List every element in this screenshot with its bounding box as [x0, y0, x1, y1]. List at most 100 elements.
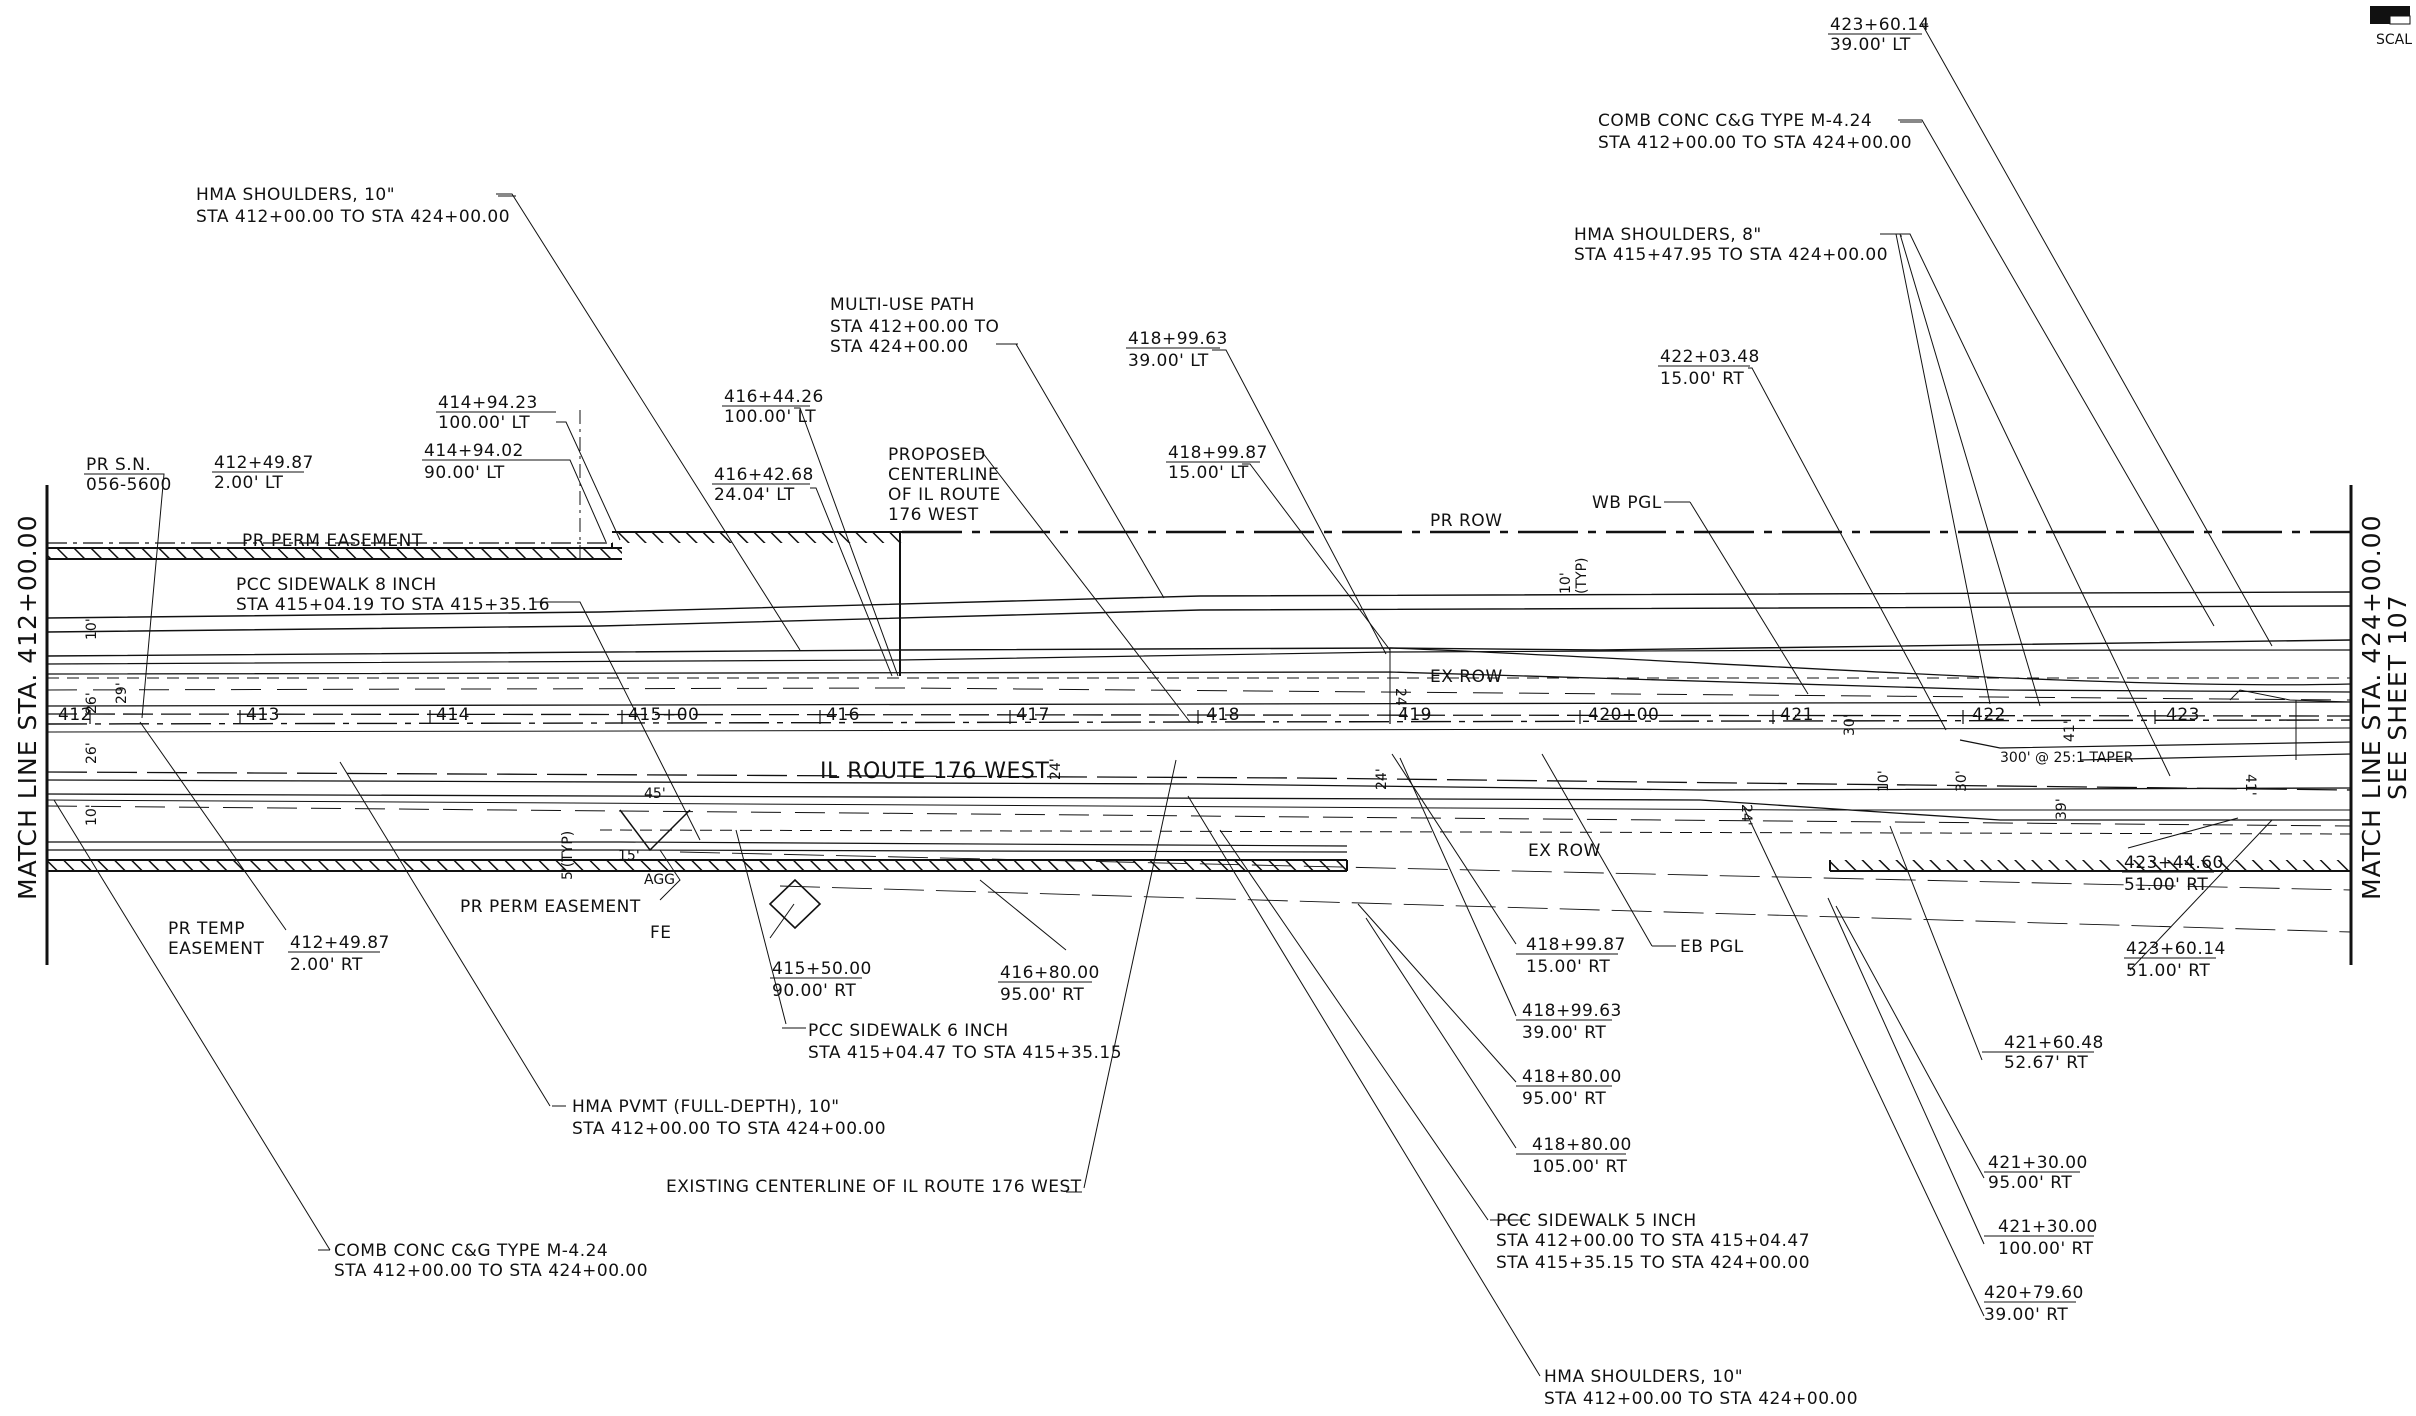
callout-pcc-sidewalk-8: PCC SIDEWALK 8 INCH STA 415+04.19 TO STA… [236, 575, 550, 615]
svg-text:MULTI-USE PATH: MULTI-USE PATH [830, 295, 975, 315]
fe-label: FE [650, 923, 672, 943]
svg-text:PR S.N.: PR S.N. [86, 455, 151, 475]
svg-text:39.00' LT: 39.00' LT [1830, 35, 1911, 55]
station-417: 417 [1016, 705, 1050, 725]
top-row-hatch [612, 532, 902, 543]
svg-text:HMA SHOULDERS, 8": HMA SHOULDERS, 8" [1574, 225, 1762, 245]
svg-text:10': 10' [84, 618, 100, 640]
see-sheet-label: SEE SHEET 107 [2383, 594, 2412, 800]
station-421: 421 [1780, 705, 1814, 725]
callout-sta-416-80: 416+80.00 95.00' RT [998, 963, 1099, 1005]
callout-sta-423-44: 423+44.60 51.00' RT [2122, 853, 2224, 895]
svg-text:51.00' RT: 51.00' RT [2124, 875, 2208, 895]
svg-text:100.00' LT: 100.00' LT [438, 413, 530, 433]
svg-text:41': 41' [2242, 774, 2258, 796]
svg-text:STA 415+35.15 TO STA 424+00.00: STA 415+35.15 TO STA 424+00.00 [1496, 1253, 1810, 1273]
callout-multi-use-path: MULTI-USE PATH STA 412+00.00 TO STA 424+… [830, 295, 999, 357]
callout-sta-416-44: 416+44.26 100.00' LT [722, 387, 824, 427]
pr-row-label: PR ROW [1430, 511, 1502, 531]
pr-perm-easement-top-label: PR PERM EASEMENT [242, 531, 423, 551]
callout-sta-415-50: 415+50.00 90.00' RT [770, 959, 872, 1001]
svg-text:412+49.87: 412+49.87 [290, 933, 390, 953]
svg-text:HMA SHOULDERS, 10": HMA SHOULDERS, 10" [196, 185, 395, 205]
svg-text:24': 24' [1738, 804, 1754, 826]
pr-temp-easement-label-2: EASEMENT [168, 939, 265, 959]
svg-text:PCC SIDEWALK 5 INCH: PCC SIDEWALK 5 INCH [1496, 1211, 1697, 1231]
svg-text:STA 412+00.00 TO STA 424+00.00: STA 412+00.00 TO STA 424+00.00 [334, 1261, 648, 1281]
svg-text:STA 424+00.00: STA 424+00.00 [830, 337, 969, 357]
callout-sta-418-80-105: 418+80.00 105.00' RT [1516, 1135, 1631, 1177]
callout-sta-412-49-lt: 412+49.87 2.00' LT [212, 453, 314, 493]
station-414: 414 [436, 705, 470, 725]
station-419: 419 [1398, 705, 1432, 725]
svg-text:51.00' RT: 51.00' RT [2126, 961, 2210, 981]
svg-text:2.00' RT: 2.00' RT [290, 955, 363, 975]
station-420: 420+00 [1588, 705, 1659, 725]
wb-pgl-label: WB PGL [1592, 493, 1662, 513]
svg-text:30': 30' [1954, 770, 1970, 792]
svg-text:412+49.87: 412+49.87 [214, 453, 314, 473]
svg-text:15.00' LT: 15.00' LT [1168, 463, 1249, 483]
svg-text:422+03.48: 422+03.48 [1660, 347, 1760, 367]
svg-text:418+99.87: 418+99.87 [1526, 935, 1626, 955]
svg-text:416+42.68: 416+42.68 [714, 465, 814, 485]
svg-text:421+60.48: 421+60.48 [2004, 1033, 2104, 1053]
svg-text:421+30.00: 421+30.00 [1998, 1217, 2098, 1237]
pr-temp-easement-label-1: PR TEMP [168, 919, 245, 939]
svg-text:OF IL ROUTE: OF IL ROUTE [888, 485, 1001, 505]
callout-hma-shoulders-8: HMA SHOULDERS, 8" STA 415+47.95 TO STA 4… [1574, 225, 1888, 265]
svg-text:15.00' RT: 15.00' RT [1660, 369, 1744, 389]
ex-row-top-label: EX ROW [1430, 667, 1503, 687]
svg-text:52.67' RT: 52.67' RT [2004, 1053, 2088, 1073]
svg-text:COMB CONC C&G TYPE M-4.24: COMB CONC C&G TYPE M-4.24 [1598, 111, 1872, 131]
svg-text:5'(TYP): 5'(TYP) [560, 831, 576, 880]
svg-text:418+99.63: 418+99.63 [1128, 329, 1228, 349]
svg-text:PCC SIDEWALK 6 INCH: PCC SIDEWALK 6 INCH [808, 1021, 1009, 1041]
svg-text:423+60.14: 423+60.14 [2126, 939, 2226, 959]
station-418: 418 [1206, 705, 1240, 725]
svg-text:24': 24' [1048, 758, 1064, 780]
station-422: 422 [1972, 705, 2006, 725]
svg-text:HMA PVMT (FULL-DEPTH), 10": HMA PVMT (FULL-DEPTH), 10" [572, 1097, 840, 1117]
callout-hma-shoulders-10-bottom: HMA SHOULDERS, 10" STA 412+00.00 TO STA … [1544, 1367, 1858, 1409]
ex-row-bottom-label: EX ROW [1528, 841, 1601, 861]
pr-perm-easement-bottom-label: PR PERM EASEMENT [460, 897, 641, 917]
svg-text:26': 26' [84, 692, 100, 714]
svg-text:PCC SIDEWALK 8 INCH: PCC SIDEWALK 8 INCH [236, 575, 437, 595]
svg-text:418+80.00: 418+80.00 [1522, 1067, 1622, 1087]
callout-hma-pvmt: HMA PVMT (FULL-DEPTH), 10" STA 412+00.00… [572, 1097, 886, 1139]
svg-text:24': 24' [1392, 688, 1408, 710]
callout-sta-418-80-95: 418+80.00 95.00' RT [1516, 1067, 1622, 1109]
callout-sta-414-94-02: 414+94.02 90.00' LT [422, 441, 562, 483]
match-line-left-label: MATCH LINE STA. 412+00.00 [13, 515, 42, 900]
callout-hma-shoulders-10-top: HMA SHOULDERS, 10" STA 412+00.00 TO STA … [196, 185, 510, 227]
svg-text:10': 10' [1876, 770, 1892, 792]
svg-text:420+79.60: 420+79.60 [1984, 1283, 2084, 1303]
svg-text:COMB CONC C&G TYPE M-4.24: COMB CONC C&G TYPE M-4.24 [334, 1241, 608, 1261]
match-line-right-label: MATCH LINE STA. 424+00.00 [2357, 515, 2386, 900]
svg-text:415+50.00: 415+50.00 [772, 959, 872, 979]
svg-text:39.00' RT: 39.00' RT [1522, 1023, 1606, 1043]
callout-sta-423-60-bottom: 423+60.14 51.00' RT [2124, 939, 2226, 981]
svg-text:423+60.14: 423+60.14 [1830, 15, 1930, 35]
road-name-label: IL ROUTE 176 WEST [820, 759, 1049, 784]
dimensions: 10' 26' 29' 26' 10' 24' 24' 24' 24' 30' … [84, 558, 2258, 888]
scale-label: SCAL [2376, 32, 2412, 48]
svg-text:41': 41' [2062, 720, 2078, 742]
callout-pcc-sidewalk-6: PCC SIDEWALK 6 INCH STA 415+04.47 TO STA… [808, 1021, 1122, 1063]
callout-pr-sn: PR S.N. 056-5600 [84, 455, 171, 495]
svg-text:(TYP): (TYP) [1574, 558, 1590, 594]
svg-text:STA 415+04.19 TO STA 415+35.16: STA 415+04.19 TO STA 415+35.16 [236, 595, 550, 615]
svg-text:29': 29' [114, 682, 130, 704]
svg-text:CENTERLINE: CENTERLINE [888, 465, 999, 485]
station-416: 416 [826, 705, 860, 725]
svg-text:105.00' RT: 105.00' RT [1532, 1157, 1628, 1177]
svg-text:STA 415+47.95 TO STA 424+00.00: STA 415+47.95 TO STA 424+00.00 [1574, 245, 1888, 265]
leaders [53, 23, 2273, 1377]
svg-text:416+44.26: 416+44.26 [724, 387, 824, 407]
svg-text:15.00' RT: 15.00' RT [1526, 957, 1610, 977]
svg-text:39': 39' [2054, 798, 2070, 820]
svg-text:421+30.00: 421+30.00 [1988, 1153, 2088, 1173]
svg-text:423+44.60: 423+44.60 [2124, 853, 2224, 873]
